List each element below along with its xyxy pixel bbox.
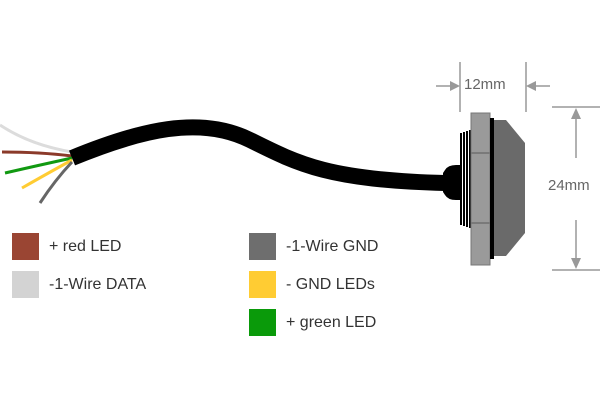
- width-dimension-label: 12mm: [464, 76, 506, 93]
- wire-red: [1, 150, 73, 158]
- legend-label: -1-Wire DATA: [49, 275, 147, 293]
- legend-item-gnd-leds: - GND LEDs: [249, 271, 375, 298]
- seal-ring: [490, 118, 494, 259]
- thread-rings: [460, 130, 471, 228]
- strain-relief: [443, 165, 460, 200]
- wire-white: [0, 123, 73, 154]
- swatch-green: [249, 309, 276, 336]
- wire-gray: [38, 160, 74, 204]
- wire-green: [4, 156, 73, 175]
- legend-item-green-led: + green LED: [249, 309, 376, 336]
- legend-label: -1-Wire GND: [286, 237, 379, 255]
- wire-bundle: [0, 123, 74, 204]
- legend-item-wire-data: -1-Wire DATA: [12, 271, 146, 298]
- flange: [470, 112, 491, 266]
- button-head: [494, 120, 525, 256]
- legend-item-wire-gnd: -1-Wire GND: [249, 233, 378, 260]
- height-dimension: [552, 106, 600, 271]
- legend-label: + red LED: [49, 237, 122, 255]
- swatch-red: [12, 233, 39, 260]
- swatch-lightgray: [12, 271, 39, 298]
- wire-yellow: [21, 158, 73, 190]
- swatch-yellow: [249, 271, 276, 298]
- width-dimension: [436, 62, 550, 112]
- legend-label: - GND LEDs: [286, 275, 375, 293]
- height-dimension-label: 24mm: [548, 177, 590, 194]
- legend-label: + green LED: [286, 313, 377, 331]
- legend-item-red-led: + red LED: [12, 233, 121, 260]
- swatch-darkgray: [249, 233, 276, 260]
- cable: [68, 119, 446, 191]
